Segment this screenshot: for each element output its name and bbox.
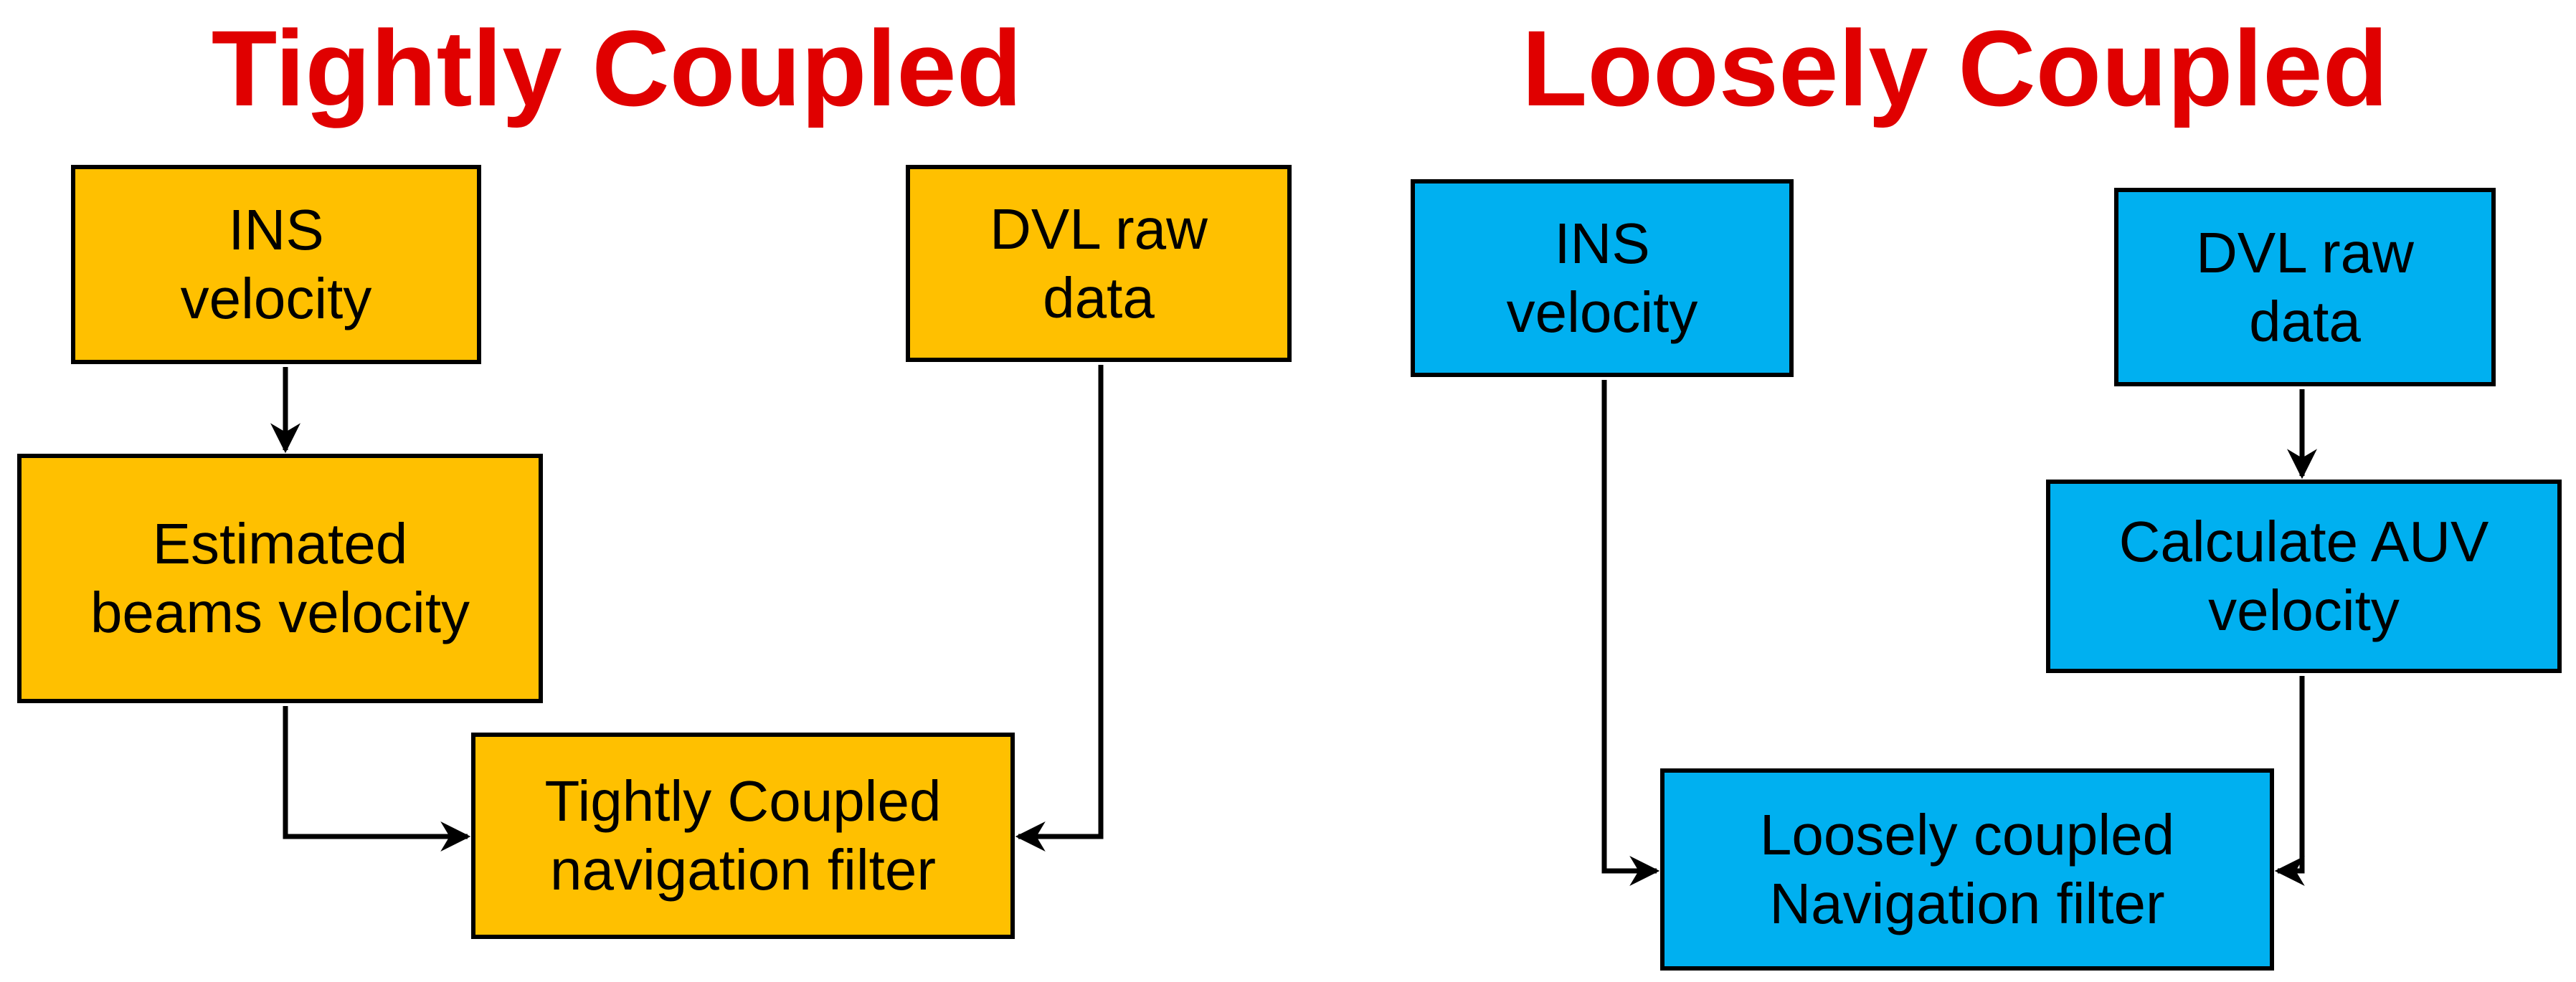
tight-ins-velocity-line-2: velocity [180,267,372,330]
tight-ins-velocity-box: INS velocity [71,165,481,364]
loose-ins-velocity-box: INS velocity [1411,179,1794,377]
calculate-auv-velocity-box: Calculate AUV velocity [2046,480,2562,673]
arrow-estimated-beams-to-tight-filter [283,706,471,852]
tight-dvl-raw-data-line-1: DVL raw [990,196,1208,261]
loose-dvl-raw-data-box: DVL raw data [2114,188,2496,386]
tight-ins-velocity-line-1: INS [228,198,324,262]
estimated-beams-velocity-box: Estimated beams velocity [17,454,543,703]
arrow-dvl-to-tight-filter [1015,365,1104,852]
tight-dvl-raw-data-box: DVL raw data [906,165,1292,362]
tight-navigation-filter-line-2: navigation filter [549,838,937,902]
arrow-ins-to-loose-filter [1601,380,1660,886]
calculate-auv-velocity-line-1: Calculate AUV [2118,510,2489,573]
loose-ins-velocity-line-1: INS [1554,211,1650,275]
loose-dvl-raw-data-line-2: data [2249,289,2361,353]
loose-ins-velocity-line-2: velocity [1506,280,1698,344]
tight-navigation-filter-line-1: Tightly Coupled [544,769,942,833]
tightly-coupled-title: Tightly Coupled [211,8,1023,128]
loose-dvl-raw-data-line-1: DVL raw [2196,220,2414,285]
tight-dvl-raw-data-line-2: data [1043,265,1155,330]
arrow-calculate-auv-to-loose-filter [2274,676,2305,886]
loosely-coupled-title: Loosely Coupled [1521,8,2389,128]
tight-navigation-filter-box: Tightly Coupled navigation filter [471,733,1015,939]
loose-navigation-filter-line-2: Navigation filter [1769,872,2165,935]
loose-navigation-filter-line-1: Loosely coupled [1759,803,2175,867]
loose-navigation-filter-box: Loosely coupled Navigation filter [1660,768,2274,971]
estimated-beams-velocity-line-2: beams velocity [90,581,470,644]
estimated-beams-velocity-line-1: Estimated [152,512,408,576]
calculate-auv-velocity-line-2: velocity [2208,578,2400,642]
